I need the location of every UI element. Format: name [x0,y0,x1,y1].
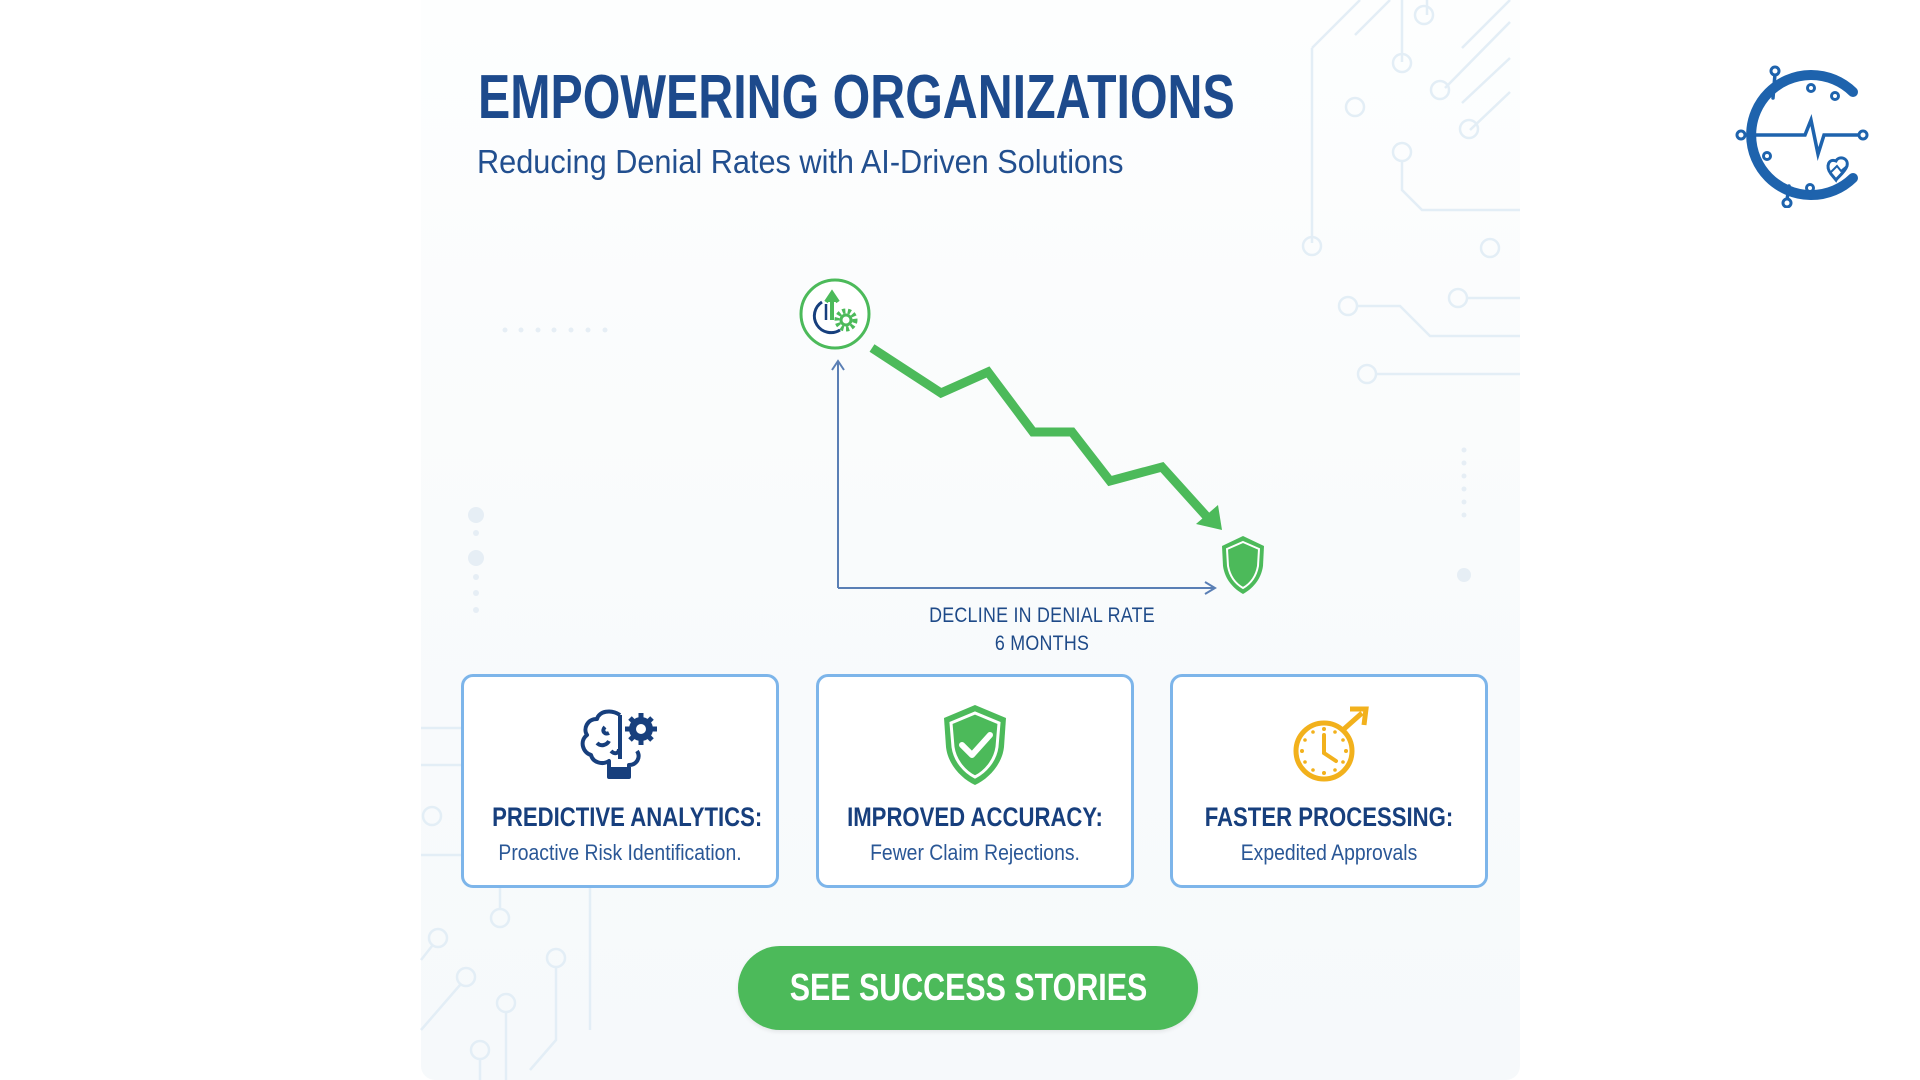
trend-arrowhead [1196,505,1222,530]
chart-period: 6 MONTHS [994,632,1090,655]
card-title: PREDICTIVE ANALYTICS: [492,802,763,832]
card-subtitle: Proactive Risk Identification. [498,840,742,865]
shield-icon [1222,536,1264,594]
feature-card-faster-processing: FASTER PROCESSING: Expedited Approvals [1170,674,1488,888]
card-subtitle: Fewer Claim Rejections. [870,840,1080,865]
circuit-c-heartbeat-logo-icon [1735,65,1869,208]
cta-label: SEE SUCCESS STORIES [789,966,1147,1009]
card-subtitle: Expedited Approvals [1240,840,1418,865]
feature-card-improved-accuracy: IMPROVED ACCURACY: Fewer Claim Rejection… [816,674,1134,888]
content-panel [421,0,1520,1080]
page-title: EMPOWERING ORGANIZATIONS [478,63,1235,132]
clock-arrow-icon [1293,706,1369,782]
chart-title: DECLINE IN DENIAL RATE [929,604,1155,627]
brain-gear-icon [580,709,657,779]
see-success-stories-button[interactable]: SEE SUCCESS STORIES [738,946,1198,1030]
card-title: IMPROVED ACCURACY: [847,802,1103,832]
feature-card-predictive-analytics: PREDICTIVE ANALYTICS: Proactive Risk Ide… [461,674,779,888]
denial-rate-line [869,344,1212,522]
denial-rate-line-chart [799,278,1264,595]
shield-check-icon [944,705,1006,785]
card-title: FASTER PROCESSING: [1204,802,1454,832]
analytics-gear-icon [799,278,871,350]
page-subtitle: Reducing Denial Rates with AI-Driven Sol… [477,143,1124,180]
chart-label: DECLINE IN DENIAL RATE 6 MONTHS [842,602,1242,658]
